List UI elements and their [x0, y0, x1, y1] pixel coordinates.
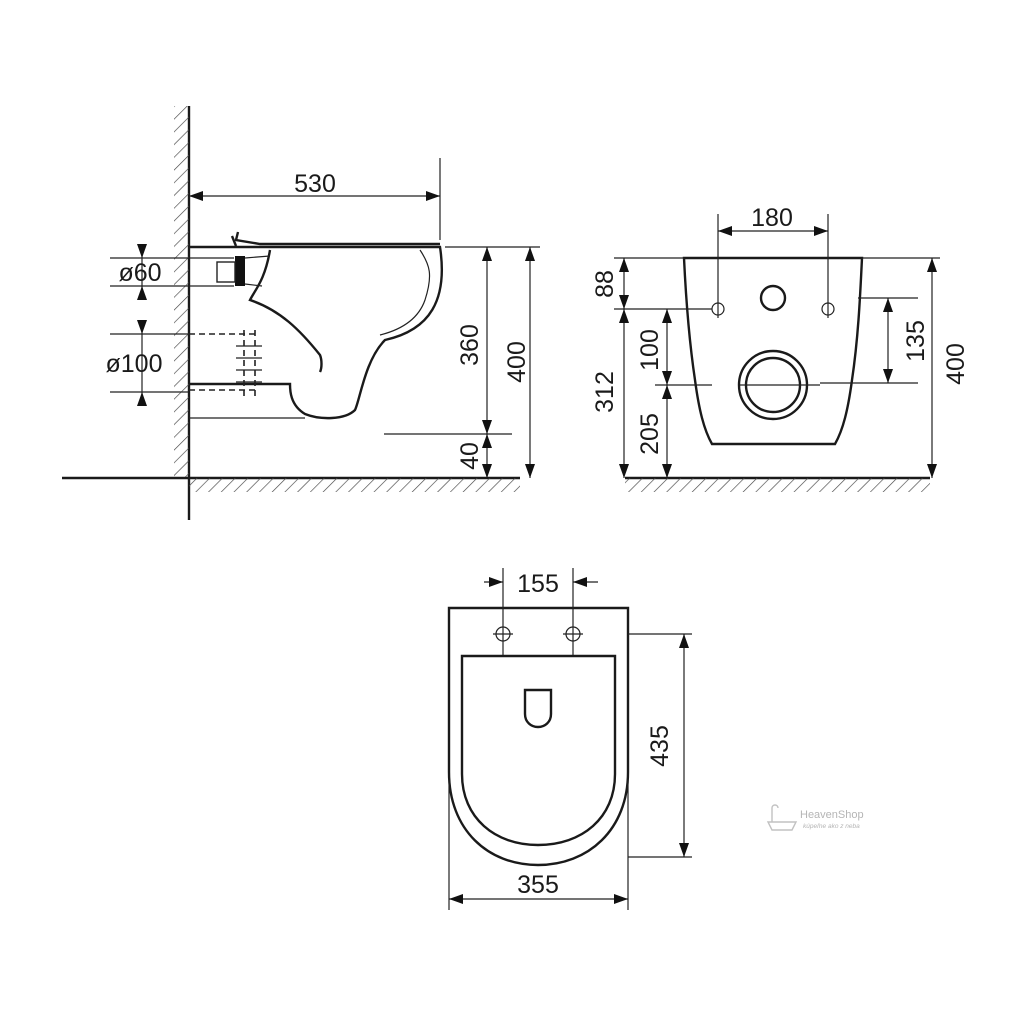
top-view: 155 435 355: [447, 568, 692, 910]
watermark-tagline: kúpeľne ako z neba: [803, 823, 860, 830]
dimension-seat-bolts: 155: [484, 568, 598, 655]
dim-bolt-to-outlet-right-label: 135: [902, 320, 930, 362]
dimension-bolt-to-outlet-right: 135: [820, 297, 930, 384]
dimension-length: 435: [628, 633, 692, 858]
dim-width-label: 355: [517, 871, 559, 899]
dim-outlet-from-floor-label: 205: [636, 413, 664, 455]
wall-hatch: [174, 106, 189, 478]
dim-total-height-side-label: 400: [503, 341, 531, 383]
toilet-side-profile: [189, 231, 444, 420]
watermark: HeavenShop kúpeľne ako z neba: [766, 804, 864, 831]
dimension-outlet-height: 360 40: [384, 246, 540, 478]
dimension-width: 355: [448, 780, 629, 910]
dim-top-to-bolts-label: 88: [591, 270, 619, 298]
dim-bolt-spacing-label: 180: [751, 204, 793, 232]
dim-outlet-height-label: 360: [456, 324, 484, 366]
toilet-top-outline: [447, 606, 630, 867]
back-view: 180 88 312 100 205: [591, 204, 970, 492]
dim-length-label: 435: [646, 725, 674, 767]
dimension-bolt-spacing: 180: [717, 204, 829, 318]
inlet-connector: [235, 256, 245, 286]
side-view: 530 ø60 ø100 36: [62, 106, 540, 520]
dimension-total-height-side: 400: [503, 247, 535, 478]
floor-hatch: [189, 478, 520, 492]
dimension-outlet: ø100: [106, 320, 189, 406]
seat-outline: [460, 654, 617, 847]
toilet-back-profile: [682, 256, 864, 446]
dimension-back-inner: 100 205: [636, 309, 712, 478]
dim-depth-label: 530: [294, 170, 336, 198]
dim-total-height-back-label: 400: [942, 343, 970, 385]
dimension-total-height-back: 400: [862, 257, 970, 478]
bowl-opening: [523, 688, 553, 729]
dim-bolts-to-outlet-label: 100: [636, 329, 664, 371]
dim-floor-gap-label: 40: [456, 442, 484, 470]
watermark-brand: HeavenShop: [800, 809, 864, 821]
bathtub-icon: [766, 804, 798, 831]
back-floor-hatch: [625, 478, 930, 492]
dim-seat-bolt-spacing-label: 155: [517, 570, 559, 598]
dimension-back-left: 88 312: [591, 257, 712, 478]
dim-bolts-from-floor-label: 312: [591, 371, 619, 413]
dimension-depth: 530: [189, 158, 441, 240]
inlet-hole: [759, 284, 787, 312]
dim-inlet-label: ø60: [118, 259, 161, 287]
dim-outlet-label: ø100: [106, 350, 163, 378]
outlet-pipe: [189, 330, 262, 398]
dimension-inlet: ø60: [110, 244, 234, 300]
